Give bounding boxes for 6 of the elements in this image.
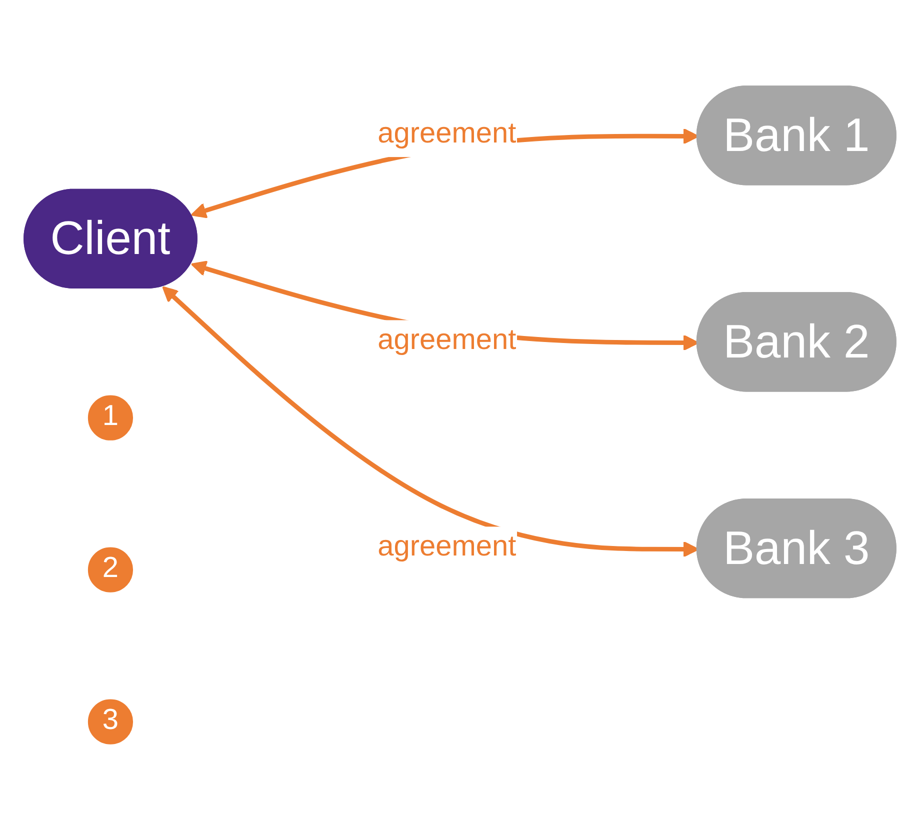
node-circle: 1: [88, 395, 134, 440]
edge-label: agreement: [378, 532, 516, 563]
edge-label: agreement: [378, 326, 516, 356]
edge-label: agreement: [378, 119, 516, 150]
node-circle: 3: [88, 699, 134, 744]
node-circle: 2: [88, 547, 134, 592]
